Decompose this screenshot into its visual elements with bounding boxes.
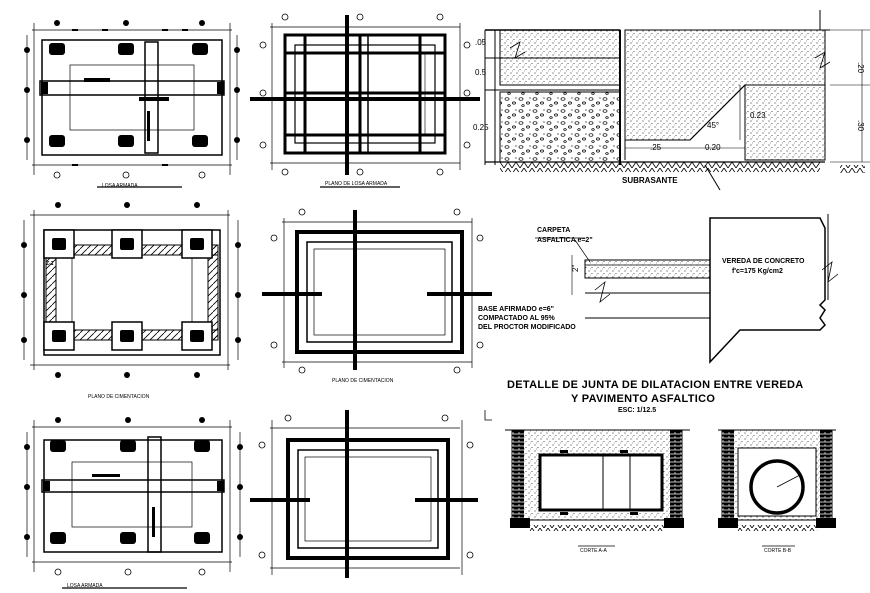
pavement-section-detail: .05 0.5 0.25 0.23 .25 0.20 45° .20 .30 S… bbox=[473, 10, 870, 191]
plan-losa-armada-1: LOSA ARMADA bbox=[24, 20, 240, 189]
vereda-label-2: f'c=175 Kg/cm2 bbox=[732, 268, 783, 275]
plan-4-caption: PLANO DE CIMENTACION bbox=[88, 394, 150, 400]
plan-5-caption: PLANO DE CIMENTACION bbox=[332, 378, 394, 384]
dim-25: .25 bbox=[650, 143, 662, 152]
vereda-label-1: VEREDA DE CONCRETO bbox=[722, 258, 805, 265]
dim-0-5: 0.5 bbox=[475, 68, 487, 77]
corte-b-label: CORTE B-B bbox=[764, 548, 792, 554]
detail-title-line-1: DETALLE DE JUNTA DE DILATACION ENTRE VER… bbox=[507, 379, 803, 391]
plan-losa-armada-2: PLANO DE LOSA ARMADA bbox=[250, 13, 480, 188]
detail-title-block: DETALLE DE JUNTA DE DILATACION ENTRE VER… bbox=[484, 379, 803, 421]
plan-cimentacion-1: Z-1 PLANO DE CIMENTACION bbox=[21, 202, 241, 400]
dim-05: .05 bbox=[475, 38, 487, 47]
detail-scale: ESC: 1/12.5 bbox=[618, 407, 656, 414]
angle-45: 45° bbox=[707, 121, 719, 130]
detail-title-line-2: Y PAVIMENTO ASFALTICO bbox=[571, 393, 715, 405]
dim-right-20: .20 bbox=[856, 62, 865, 74]
section-corte-b: CORTE B-B bbox=[718, 429, 836, 554]
plan-cimentacion-3 bbox=[250, 410, 478, 578]
plan-7-caption: LOSA ARMADA bbox=[67, 583, 103, 589]
base-label-2: COMPACTADO AL 95% bbox=[478, 315, 556, 322]
joint-section-detail: CARPETA ASFALTICA e=2" VEREDA DE CONCRET… bbox=[478, 214, 839, 364]
dim-right-30: .30 bbox=[856, 120, 865, 132]
plan-1-caption: LOSA ARMADA bbox=[102, 183, 138, 189]
dim-0-20: 0.20 bbox=[705, 143, 721, 152]
plan-2-caption: PLANO DE LOSA ARMADA bbox=[325, 181, 388, 187]
dim-0-23: 0.23 bbox=[750, 111, 766, 120]
zapata-tag: Z-1 bbox=[46, 261, 54, 267]
corte-a-label: CORTE A-A bbox=[580, 548, 608, 554]
subrasante-label: SUBRASANTE bbox=[622, 176, 678, 185]
base-label-1: BASE AFIRMADO e=6" bbox=[478, 306, 554, 313]
plan-cimentacion-2: PLANO DE CIMENTACION bbox=[262, 208, 492, 384]
section-corte-a: CORTE A-A bbox=[505, 429, 690, 554]
dim-0-25: 0.25 bbox=[473, 123, 489, 132]
carpeta-label-2: ASFALTICA e=2" bbox=[537, 237, 593, 244]
carpeta-label-1: CARPETA bbox=[537, 227, 570, 234]
dim-2in: 2" bbox=[571, 265, 580, 272]
base-label-3: DEL PROCTOR MODIFICADO bbox=[478, 324, 576, 331]
plan-losa-armada-3: LOSA ARMADA bbox=[24, 417, 243, 589]
